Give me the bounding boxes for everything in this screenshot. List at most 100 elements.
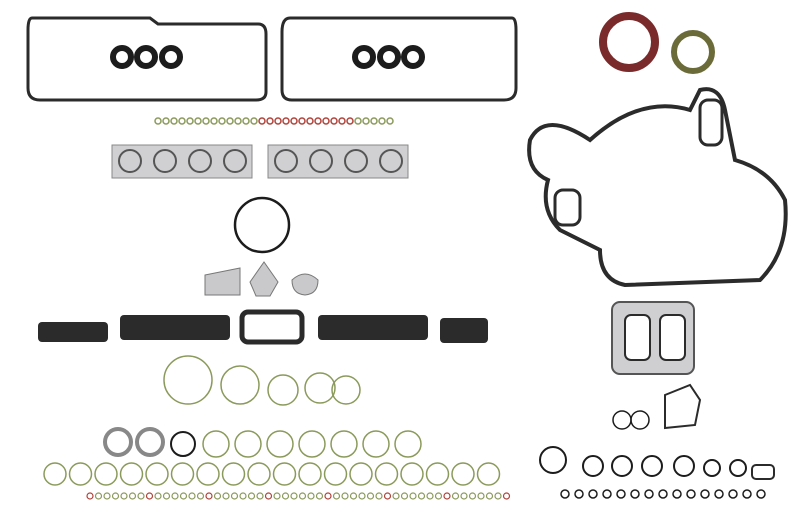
crankshaft-seal bbox=[671, 30, 715, 74]
small-o-ring bbox=[154, 117, 162, 125]
o-ring bbox=[234, 430, 262, 458]
o-ring bbox=[266, 430, 294, 458]
o-ring bbox=[630, 410, 650, 430]
o-ring bbox=[272, 462, 297, 486]
small-o-ring bbox=[644, 489, 654, 499]
o-ring bbox=[304, 372, 336, 404]
spark-plug-tube-seal bbox=[352, 45, 376, 69]
small-o-ring bbox=[170, 117, 178, 125]
tiny-o-ring bbox=[426, 492, 434, 500]
intake-gaskets-row bbox=[38, 309, 488, 345]
o-ring bbox=[202, 430, 230, 458]
tiny-o-ring bbox=[349, 492, 358, 500]
small-o-ring bbox=[290, 117, 298, 125]
small-o-ring bbox=[202, 117, 210, 125]
small-o-ring bbox=[210, 117, 218, 125]
o-ring bbox=[476, 462, 501, 486]
spark-plug-tube-seal bbox=[110, 45, 134, 69]
small-o-ring bbox=[378, 117, 386, 125]
tiny-o-ring bbox=[222, 492, 230, 500]
small-o-ring bbox=[362, 117, 370, 125]
small-o-ring bbox=[274, 117, 282, 125]
o-ring bbox=[119, 462, 144, 486]
small-o-ring bbox=[346, 117, 354, 125]
o-ring bbox=[43, 462, 67, 486]
o-ring bbox=[196, 462, 220, 486]
o-ring bbox=[163, 355, 213, 405]
o-ring bbox=[221, 462, 246, 486]
small-o-ring bbox=[186, 117, 194, 125]
tiny-o-ring bbox=[341, 492, 349, 500]
tiny-o-ring bbox=[239, 492, 247, 500]
small-o-ring bbox=[226, 117, 234, 125]
tiny-o-ring bbox=[494, 492, 502, 500]
small-o-ring bbox=[686, 489, 696, 499]
tiny-o-ring bbox=[392, 492, 400, 500]
o-ring bbox=[374, 462, 399, 486]
tiny-o-ring bbox=[86, 492, 94, 500]
tiny-o-ring bbox=[443, 492, 451, 500]
tiny-o-ring bbox=[230, 492, 239, 500]
manifold-port bbox=[153, 149, 177, 173]
exhaust-manifold-gasket-right bbox=[267, 144, 409, 179]
o-ring bbox=[425, 462, 450, 486]
o-ring bbox=[68, 462, 93, 486]
tiny-o-ring bbox=[256, 492, 264, 500]
o-ring bbox=[539, 446, 567, 474]
tiny-o-ring bbox=[137, 492, 145, 500]
manifold-port bbox=[223, 149, 247, 173]
tiny-o-ring bbox=[196, 492, 205, 500]
small-o-ring bbox=[602, 489, 612, 499]
small-o-ring bbox=[338, 117, 346, 125]
tiny-o-ring bbox=[120, 492, 128, 500]
tiny-o-ring bbox=[366, 492, 375, 500]
o-ring bbox=[394, 430, 422, 458]
tiny-o-ring bbox=[171, 492, 179, 500]
tiny-o-ring bbox=[477, 492, 485, 500]
spark-plug-tube-seal bbox=[159, 45, 183, 69]
o-ring bbox=[247, 462, 271, 486]
small-o-ring bbox=[194, 117, 202, 125]
o-ring bbox=[673, 455, 695, 477]
tiny-o-ring bbox=[502, 492, 511, 500]
tiny-o-ring bbox=[247, 492, 256, 500]
tiny-o-ring bbox=[485, 492, 494, 500]
small-o-ring bbox=[714, 489, 724, 499]
tiny-o-ring bbox=[375, 492, 383, 500]
small-o-ring bbox=[330, 117, 338, 125]
o-ring bbox=[220, 365, 260, 405]
tiny-o-ring bbox=[205, 492, 213, 500]
valve-cover-gasket-right bbox=[280, 16, 518, 102]
tiny-o-ring bbox=[315, 492, 324, 500]
o-ring bbox=[362, 430, 390, 458]
small-o-ring bbox=[242, 117, 250, 125]
small-o-ring bbox=[658, 489, 668, 499]
tiny-o-ring bbox=[417, 492, 426, 500]
manifold-port bbox=[344, 149, 368, 173]
small-o-ring bbox=[574, 489, 584, 499]
small-o-ring bbox=[298, 117, 306, 125]
manifold-port bbox=[309, 149, 333, 173]
o-ring bbox=[582, 455, 604, 477]
small-o-ring bbox=[588, 489, 598, 499]
tiny-o-ring bbox=[281, 492, 290, 500]
exhaust-manifold-gasket-left bbox=[111, 144, 253, 179]
tiny-o-ring bbox=[451, 492, 460, 500]
tiny-o-ring bbox=[400, 492, 409, 500]
small-o-ring bbox=[314, 117, 322, 125]
metal-seal-ring bbox=[135, 427, 165, 457]
o-ring bbox=[298, 462, 322, 486]
small-o-ring bbox=[266, 117, 274, 125]
small-o-ring bbox=[322, 117, 330, 125]
small-o-ring bbox=[560, 489, 570, 499]
o-ring bbox=[703, 459, 721, 477]
spark-plug-tube-seal bbox=[134, 45, 158, 69]
small-o-ring bbox=[178, 117, 186, 125]
o-ring bbox=[331, 375, 361, 405]
small-o-ring bbox=[258, 117, 266, 125]
small-rect-gasket bbox=[751, 464, 775, 480]
o-ring bbox=[451, 462, 475, 486]
small-o-ring bbox=[742, 489, 752, 499]
o-ring bbox=[641, 455, 663, 477]
